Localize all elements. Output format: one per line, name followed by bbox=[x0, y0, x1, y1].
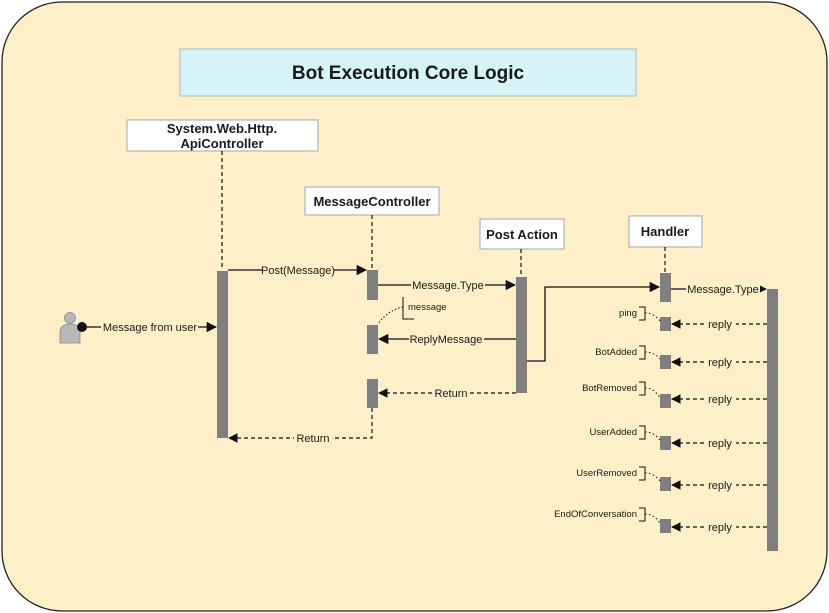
handler-label: Handler bbox=[641, 224, 689, 239]
dotted-userremoved bbox=[644, 472, 661, 482]
event-label-endofconversation: EndOfConversation bbox=[554, 509, 637, 520]
message-controller-box bbox=[304, 186, 440, 216]
event-label-useradded: UserAdded bbox=[589, 427, 637, 438]
dotted-ping bbox=[644, 312, 661, 322]
label-return-2: Return bbox=[296, 433, 329, 445]
post-action-activation bbox=[516, 277, 527, 393]
handler-long-activation bbox=[767, 289, 778, 551]
label-self-message: message bbox=[408, 302, 447, 313]
handler-sub-useradded bbox=[660, 436, 671, 450]
handler-activation bbox=[660, 273, 671, 302]
label-post-message: Post(Message) bbox=[261, 265, 335, 277]
diagram-title: Bot Execution Core Logic bbox=[292, 63, 525, 84]
mc-activation-3 bbox=[367, 379, 378, 408]
api-controller-label-line1: System.Web.Http. bbox=[167, 121, 277, 136]
label-message-type-2: Message.Type bbox=[687, 284, 759, 296]
label-message-from-user: Message from user bbox=[103, 322, 197, 334]
label-reply-message: ReplyMessage bbox=[410, 334, 483, 346]
dotted-botadded bbox=[644, 351, 661, 360]
handler-sub-ping bbox=[660, 317, 671, 331]
dotted-botremoved bbox=[644, 387, 661, 399]
reply-label-useradded: reply bbox=[708, 438, 732, 450]
reply-label-ping: reply bbox=[708, 319, 732, 331]
title-box bbox=[179, 48, 637, 97]
reply-label-botremoved: reply bbox=[708, 394, 732, 406]
mc-activation-2 bbox=[367, 325, 378, 354]
start-dot bbox=[77, 322, 87, 332]
api-controller-activation bbox=[217, 271, 228, 438]
handler-sub-botadded bbox=[660, 355, 671, 369]
label-message-type-1: Message.Type bbox=[412, 280, 484, 292]
arrow-to-handler bbox=[527, 281, 661, 362]
reply-label-botadded: reply bbox=[708, 357, 732, 369]
label-return-1: Return bbox=[434, 388, 467, 400]
handler-sub-botremoved bbox=[660, 394, 671, 408]
self-message-dotted bbox=[377, 306, 404, 325]
dotted-endofconversation bbox=[644, 513, 661, 524]
event-label-userremoved: UserRemoved bbox=[576, 468, 637, 479]
event-label-botremoved: BotRemoved bbox=[582, 383, 637, 394]
user-actor-icon bbox=[59, 312, 81, 344]
event-label-ping: ping bbox=[619, 308, 637, 319]
self-message-bracket bbox=[402, 297, 414, 320]
reply-label-userremoved: reply bbox=[708, 480, 732, 492]
event-label-botadded: BotAdded bbox=[595, 347, 637, 358]
api-controller-label-line2: ApiController bbox=[180, 136, 263, 151]
handler-sub-userremoved bbox=[660, 477, 671, 491]
arrow-return-2 bbox=[228, 408, 373, 443]
post-action-box bbox=[479, 218, 565, 250]
handler-sub-endofconversation bbox=[660, 519, 671, 533]
dotted-useradded bbox=[644, 431, 661, 441]
reply-label-endofconversation: reply bbox=[708, 522, 732, 534]
post-action-label: Post Action bbox=[486, 227, 558, 242]
message-controller-label: MessageController bbox=[313, 194, 430, 209]
api-controller-box bbox=[126, 119, 319, 152]
mc-activation-1 bbox=[367, 270, 378, 300]
